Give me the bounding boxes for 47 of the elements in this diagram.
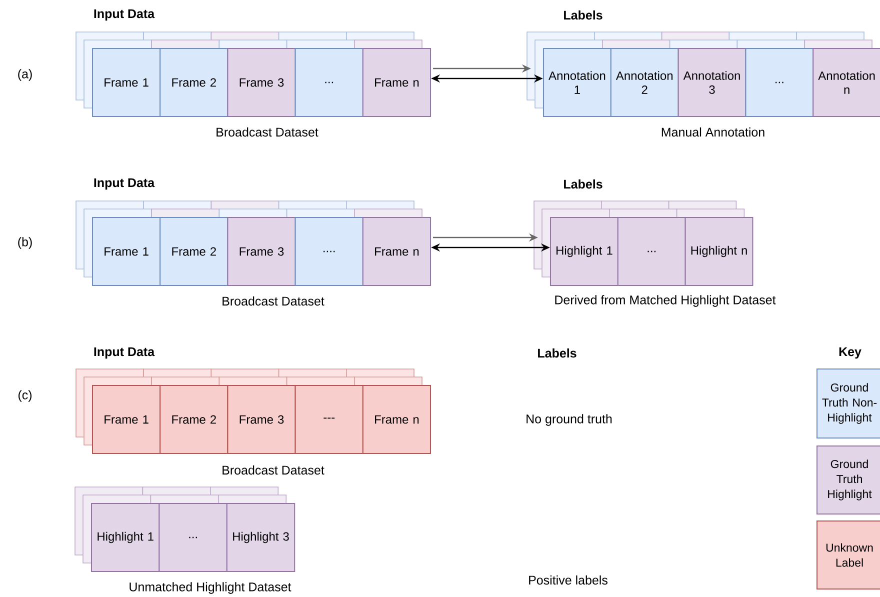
frame-box: Frame n (362, 217, 431, 286)
section-heading: Input Data (94, 9, 155, 21)
frame-box: Highlight 1 (550, 217, 618, 286)
frame-box: Frame 1 (92, 217, 161, 286)
frame-box: Frame 3 (227, 48, 296, 117)
frame-box: Frame 2 (160, 385, 228, 454)
frame-box: Frame n (362, 48, 431, 117)
caption-text: (c) (18, 390, 32, 402)
frame-box: Annotation 1 (543, 48, 612, 117)
frame-box: Annotation n (812, 48, 880, 117)
frame-box: Annotation 3 (678, 48, 746, 117)
frame-box: --- (294, 385, 364, 454)
frame-box: ... (158, 503, 228, 572)
frame-box: Annotation 2 (610, 48, 679, 117)
caption-text: Broadcast Dataset (222, 296, 324, 306)
caption-text: Positive labels (529, 575, 608, 585)
frame-box: Frame 3 (227, 385, 296, 454)
frame-box: Frame 2 (160, 48, 228, 117)
frame-box: Frame 2 (160, 217, 228, 286)
frame-box: ... (745, 48, 814, 117)
legend-text: Ground Truth Non-Highlight (822, 383, 877, 424)
caption-text: Broadcast Dataset (222, 465, 324, 475)
frame-box: ... (294, 48, 364, 117)
frame-box: Highlight 1 (91, 503, 160, 572)
section-heading: Key (839, 347, 862, 359)
frame-box: .... (294, 217, 364, 286)
caption-text: Broadcast Dataset (216, 127, 318, 137)
legend-text: Unknown Label (826, 543, 873, 567)
caption-text: No ground truth (526, 414, 612, 426)
section-heading: Labels (538, 348, 576, 358)
frame-box: Highlight 3 (226, 503, 296, 572)
caption-text: (b) (18, 237, 32, 249)
section-heading: Input Data (94, 347, 155, 359)
caption-text: (a) (18, 69, 32, 81)
frame-box: Highlight n (684, 217, 754, 286)
frame-box: Frame n (362, 385, 431, 454)
frame-box: Frame 3 (227, 217, 296, 286)
section-heading: Labels (564, 179, 602, 189)
section-heading: Labels (564, 10, 602, 20)
section-heading: Input Data (94, 178, 155, 190)
frame-box: ... (617, 217, 686, 286)
caption-text: Manual Annotation (662, 127, 764, 137)
frame-box: Frame 1 (92, 48, 161, 117)
caption-text: Derived from Matched Highlight Dataset (555, 295, 776, 307)
caption-text: Unmatched Highlight Dataset (130, 582, 292, 594)
legend-text: Ground Truth Highlight (828, 460, 872, 500)
frame-box: Frame 1 (92, 385, 161, 454)
